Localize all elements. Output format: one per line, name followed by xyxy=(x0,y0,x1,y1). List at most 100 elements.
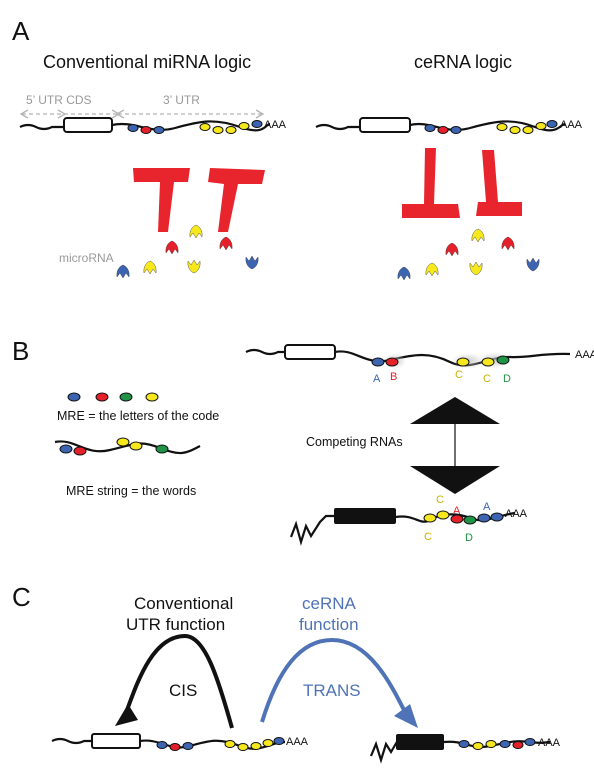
polya-tail-label: AAA xyxy=(538,737,561,749)
microrna-icon xyxy=(501,236,515,251)
polya-tail-label: AAA xyxy=(575,349,594,361)
conventional-mirna-logic-title: Conventional miRNA logic xyxy=(43,52,251,72)
mre-blue-site xyxy=(458,740,470,748)
panel-b: B A B C C D AAA MRE = the xyxy=(12,336,594,546)
mre-blue-site xyxy=(153,126,165,134)
mrna-5prime-wiggle xyxy=(19,123,64,131)
mre-yellow-site xyxy=(535,122,547,130)
microrna-icon xyxy=(397,266,411,281)
cds-box xyxy=(63,117,113,133)
transcript-bottom: C C A D A AAA xyxy=(289,494,528,546)
mre-b-site xyxy=(385,357,399,367)
mre-yellow-site xyxy=(262,739,274,747)
mre-a-site xyxy=(490,512,504,522)
mre-blue-site xyxy=(182,742,194,750)
mre-a-site xyxy=(477,513,491,523)
mre-letter: B xyxy=(390,371,397,383)
cds-box-filled xyxy=(396,734,444,750)
mre-blue-site xyxy=(67,392,81,402)
inhibition-bar-icon xyxy=(133,168,190,232)
mre-letter: A xyxy=(453,505,461,517)
mrna-right: AAA xyxy=(315,117,583,134)
mre-red-site xyxy=(169,743,181,751)
mre-d-site xyxy=(496,355,510,365)
mrna-left: AAA xyxy=(19,117,287,134)
mre-a-site xyxy=(371,357,385,367)
inhibition-bar-icon xyxy=(476,150,522,216)
mre-yellow-site xyxy=(472,742,484,750)
repression-symbols-cerna xyxy=(402,148,522,218)
polya-tail-label: AAA xyxy=(560,119,583,131)
microrna-icon xyxy=(471,228,485,243)
mre-blue-site xyxy=(127,124,139,132)
mre-blue-site xyxy=(273,737,285,745)
mre-letter: C xyxy=(436,494,444,506)
mre-red-site xyxy=(512,741,524,749)
mre-letter: D xyxy=(503,373,511,385)
mre-blue-site xyxy=(251,120,263,128)
mre-c-site xyxy=(481,357,495,367)
mrna-cis: AAA xyxy=(51,733,309,751)
transcript-top: A B C C D AAA xyxy=(245,344,594,385)
mre-c-site xyxy=(423,513,437,523)
mre-yellow-site xyxy=(250,742,262,750)
panel-c-label: C xyxy=(12,582,31,612)
mre-yellow-site xyxy=(485,740,497,748)
arrowhead-left-icon xyxy=(19,109,29,119)
mre-letter: C xyxy=(424,531,432,543)
cds-box xyxy=(359,117,411,133)
microrna-icon xyxy=(245,255,259,270)
cerna-logic-title: ceRNA logic xyxy=(414,52,512,72)
mre-d-site xyxy=(463,515,477,525)
mre-red-site xyxy=(95,392,109,402)
microrna-icon xyxy=(425,262,439,277)
cerna-title-line2: function xyxy=(299,615,359,634)
mre-legend: MRE = the letters of the code MRE string… xyxy=(54,392,219,498)
utr3-line xyxy=(111,120,271,132)
trans-arrow xyxy=(260,637,410,723)
mre-yellow-site xyxy=(145,392,159,402)
trans-arrowhead-icon xyxy=(394,704,418,728)
inhibition-bar-icon xyxy=(208,168,265,232)
mre-yellow-site xyxy=(237,743,249,751)
cds-box-filled xyxy=(334,508,396,524)
arrowhead-icon xyxy=(57,109,67,119)
mre-yellow-site xyxy=(116,437,130,447)
mre-blue-site xyxy=(524,738,536,746)
mre-string-label: MRE string = the words xyxy=(66,484,196,498)
arrowhead-left-icon xyxy=(115,109,125,119)
panel-b-label: B xyxy=(12,336,29,366)
polya-tail-label: AAA xyxy=(505,508,528,520)
microrna-cluster xyxy=(116,224,540,281)
inhibition-bar-icon xyxy=(402,148,460,218)
microrna-icon xyxy=(469,261,483,276)
mre-red-site xyxy=(140,126,152,134)
panel-c: C Conventional UTR function ceRNA functi… xyxy=(12,582,561,764)
arrow-up-icon xyxy=(410,397,500,424)
mre-letter: A xyxy=(483,501,491,513)
panel-a-label: A xyxy=(12,16,30,46)
mre-letter: A xyxy=(373,373,381,385)
mre-letter: C xyxy=(455,369,463,381)
microrna-icon xyxy=(143,260,157,275)
mre-yellow-site xyxy=(522,126,534,134)
cerna-title-line1: ceRNA xyxy=(302,594,357,613)
mrna-5prime-wiggle xyxy=(315,123,360,131)
utr3-line xyxy=(334,350,571,367)
microrna-icon xyxy=(219,236,233,251)
mre-blue-site xyxy=(424,124,436,132)
microrna-icon xyxy=(165,240,179,255)
mrna-5prime-wiggle xyxy=(289,514,335,546)
cds-box xyxy=(91,733,141,749)
arrowhead-icon xyxy=(255,109,265,119)
microrna-icon xyxy=(445,242,459,257)
microrna-icon xyxy=(526,257,540,272)
cis-arrowhead-icon xyxy=(115,704,138,726)
mre-red-site xyxy=(437,126,449,134)
competing-arrows: Competing RNAs xyxy=(306,397,500,494)
mre-yellow-site xyxy=(496,123,508,131)
utr3-line xyxy=(409,120,566,132)
mre-a-site xyxy=(450,514,464,524)
mrna-5prime-wiggle xyxy=(369,739,399,764)
